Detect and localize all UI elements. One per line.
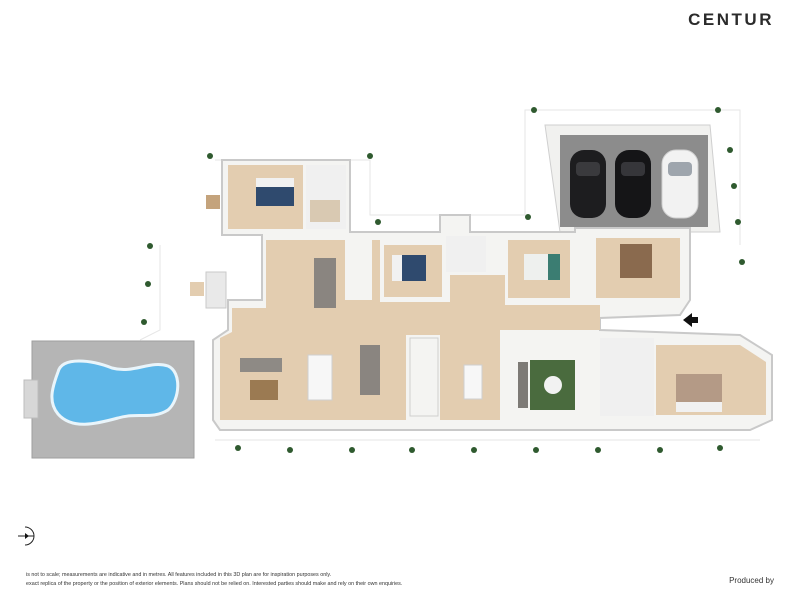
kitchen-bench — [409, 337, 439, 417]
entry-arrow-icon — [683, 313, 698, 327]
dining-table-2 — [463, 364, 483, 400]
family-rug — [250, 380, 278, 400]
bathroom-floor — [446, 236, 486, 272]
garage-car-1 — [570, 150, 606, 218]
coffee-table — [544, 376, 562, 394]
family-sofa — [240, 358, 282, 372]
garage — [544, 124, 721, 233]
garage-car-3 — [661, 149, 699, 219]
outdoor-sofa — [205, 271, 227, 309]
bedroom-4-bed — [620, 244, 652, 278]
disclaimer-line-1: is not to scale; measurements are indica… — [26, 572, 332, 578]
shrubs — [141, 107, 745, 453]
pool-area — [23, 340, 195, 459]
disclaimer-line-2: exact replica of the property or the pos… — [26, 580, 403, 587]
site-boundary — [139, 109, 760, 441]
house — [190, 159, 773, 431]
brand-logo-text: CENTUR — [688, 10, 774, 29]
kitchen-island — [360, 345, 380, 395]
pool-water — [50, 359, 180, 426]
dining-table-1 — [307, 354, 333, 401]
master-ensuite-floor — [600, 338, 654, 416]
disclaimer: is not to scale; measurements are indica… — [26, 571, 402, 588]
north-arrow-icon — [18, 526, 35, 546]
produced-by-label: Produced by — [729, 576, 774, 585]
garage-car-2 — [615, 150, 651, 218]
pool-fence — [23, 379, 39, 419]
